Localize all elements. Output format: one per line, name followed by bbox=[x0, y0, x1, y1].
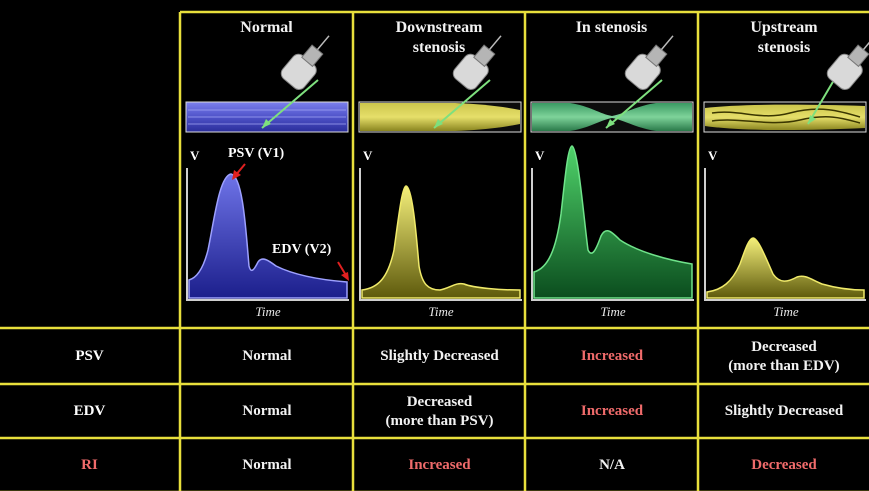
x-axis-label: Time bbox=[600, 304, 626, 319]
table-cell-line: Normal bbox=[242, 403, 292, 419]
y-axis-label: V bbox=[535, 148, 545, 163]
probe-icon bbox=[807, 35, 869, 125]
table-cell-text: Normal bbox=[242, 402, 291, 421]
vessel-in-stenosis bbox=[530, 101, 694, 133]
waveform-upstream-stenosis bbox=[706, 237, 865, 299]
waveform-downstream-stenosis bbox=[361, 185, 521, 299]
table-cell-text: Slightly Decreased bbox=[380, 347, 498, 366]
table-cell-line: Decreased bbox=[751, 338, 817, 355]
probe-icon bbox=[605, 35, 674, 129]
table-cell: Decreased (more than PSV) bbox=[354, 386, 525, 437]
table-cell-line: Decreased bbox=[406, 393, 473, 410]
column-header-line: stenosis bbox=[412, 39, 466, 56]
table-cell-line: Increased bbox=[408, 456, 471, 473]
table-cell-text: Normal bbox=[242, 456, 291, 475]
psv-annotation: PSV (V1) bbox=[228, 146, 285, 161]
table-cell-text: Increased bbox=[408, 456, 470, 475]
table-cell-line: Slightly Decreased bbox=[380, 348, 499, 364]
column-header-downstream: Downstream stenosis bbox=[354, 18, 524, 58]
column-header-line: Downstream bbox=[395, 19, 483, 36]
table-cell-line: Increased bbox=[580, 403, 644, 419]
column-header-in-stenosis: In stenosis bbox=[526, 18, 697, 38]
table-grid bbox=[0, 10, 869, 491]
table-cell: Normal bbox=[181, 386, 353, 437]
column-header-line: Normal bbox=[240, 19, 293, 36]
table-cell: Normal bbox=[181, 440, 353, 490]
table-cell: Slightly Decreased bbox=[699, 386, 869, 437]
table-cell-text: Decreased bbox=[751, 456, 817, 475]
table-cell: Increased bbox=[354, 440, 525, 490]
table-cell: N/A bbox=[526, 440, 698, 490]
table-cell: Decreased bbox=[699, 440, 869, 490]
row-label-edv: EDV bbox=[73, 403, 106, 419]
row-label-psv: PSV bbox=[75, 348, 104, 364]
y-axis-label: V bbox=[708, 148, 718, 163]
table-cell-line: Normal bbox=[242, 348, 292, 364]
x-axis-label: Time bbox=[428, 304, 454, 319]
table-cell-text: Decreased (more than PSV) bbox=[385, 393, 493, 431]
column-header-line: Upstream bbox=[750, 19, 818, 36]
row-label-ri: RI bbox=[81, 456, 98, 473]
waveform-axes bbox=[186, 168, 866, 301]
table-cell-text: Decreased (more than EDV) bbox=[728, 338, 839, 376]
table-cell-line: Increased bbox=[580, 348, 644, 364]
vessel-upstream-stenosis bbox=[703, 101, 867, 133]
table-cell: Increased bbox=[526, 330, 698, 383]
table-cell: Decreased (more than EDV) bbox=[699, 330, 869, 383]
vessel-normal bbox=[185, 101, 349, 133]
table-cell: Increased bbox=[526, 386, 698, 437]
table-cell-text: Slightly Decreased bbox=[725, 402, 843, 421]
y-axis-label: V bbox=[363, 148, 373, 163]
probe-icon bbox=[261, 35, 330, 129]
column-header-normal: Normal bbox=[181, 18, 352, 38]
table-cell-line: N/A bbox=[599, 456, 625, 473]
vessel-downstream-stenosis bbox=[358, 101, 522, 133]
table-cell-line: Normal bbox=[242, 456, 292, 473]
column-header-line: stenosis bbox=[757, 39, 811, 56]
table-cell-text: Normal bbox=[242, 347, 291, 366]
waveform-in-stenosis bbox=[533, 145, 693, 299]
x-axis-label: Time bbox=[255, 304, 281, 319]
column-header-upstream: Upstream stenosis bbox=[699, 18, 869, 58]
table-cell-line: (more than EDV) bbox=[728, 357, 840, 374]
edv-annotation: EDV (V2) bbox=[272, 242, 332, 257]
table-cell-line: (more than PSV) bbox=[385, 412, 494, 429]
x-axis-label: Time bbox=[773, 304, 799, 319]
table-cell-text: Increased bbox=[581, 402, 643, 421]
table-cell: Normal bbox=[181, 330, 353, 383]
edv-arrow bbox=[337, 261, 349, 281]
table-cell-text: Increased bbox=[581, 347, 643, 366]
column-header-line: In stenosis bbox=[575, 19, 648, 36]
table-cell-line: Decreased bbox=[751, 456, 817, 473]
psv-arrow bbox=[232, 163, 246, 180]
table-cell-text: N/A bbox=[599, 456, 625, 475]
waveform-normal bbox=[188, 173, 348, 299]
probe-icon bbox=[433, 35, 502, 129]
y-axis-label: V bbox=[190, 148, 200, 163]
table-cell: Slightly Decreased bbox=[354, 330, 525, 383]
table-cell-line: Slightly Decreased bbox=[724, 403, 844, 419]
